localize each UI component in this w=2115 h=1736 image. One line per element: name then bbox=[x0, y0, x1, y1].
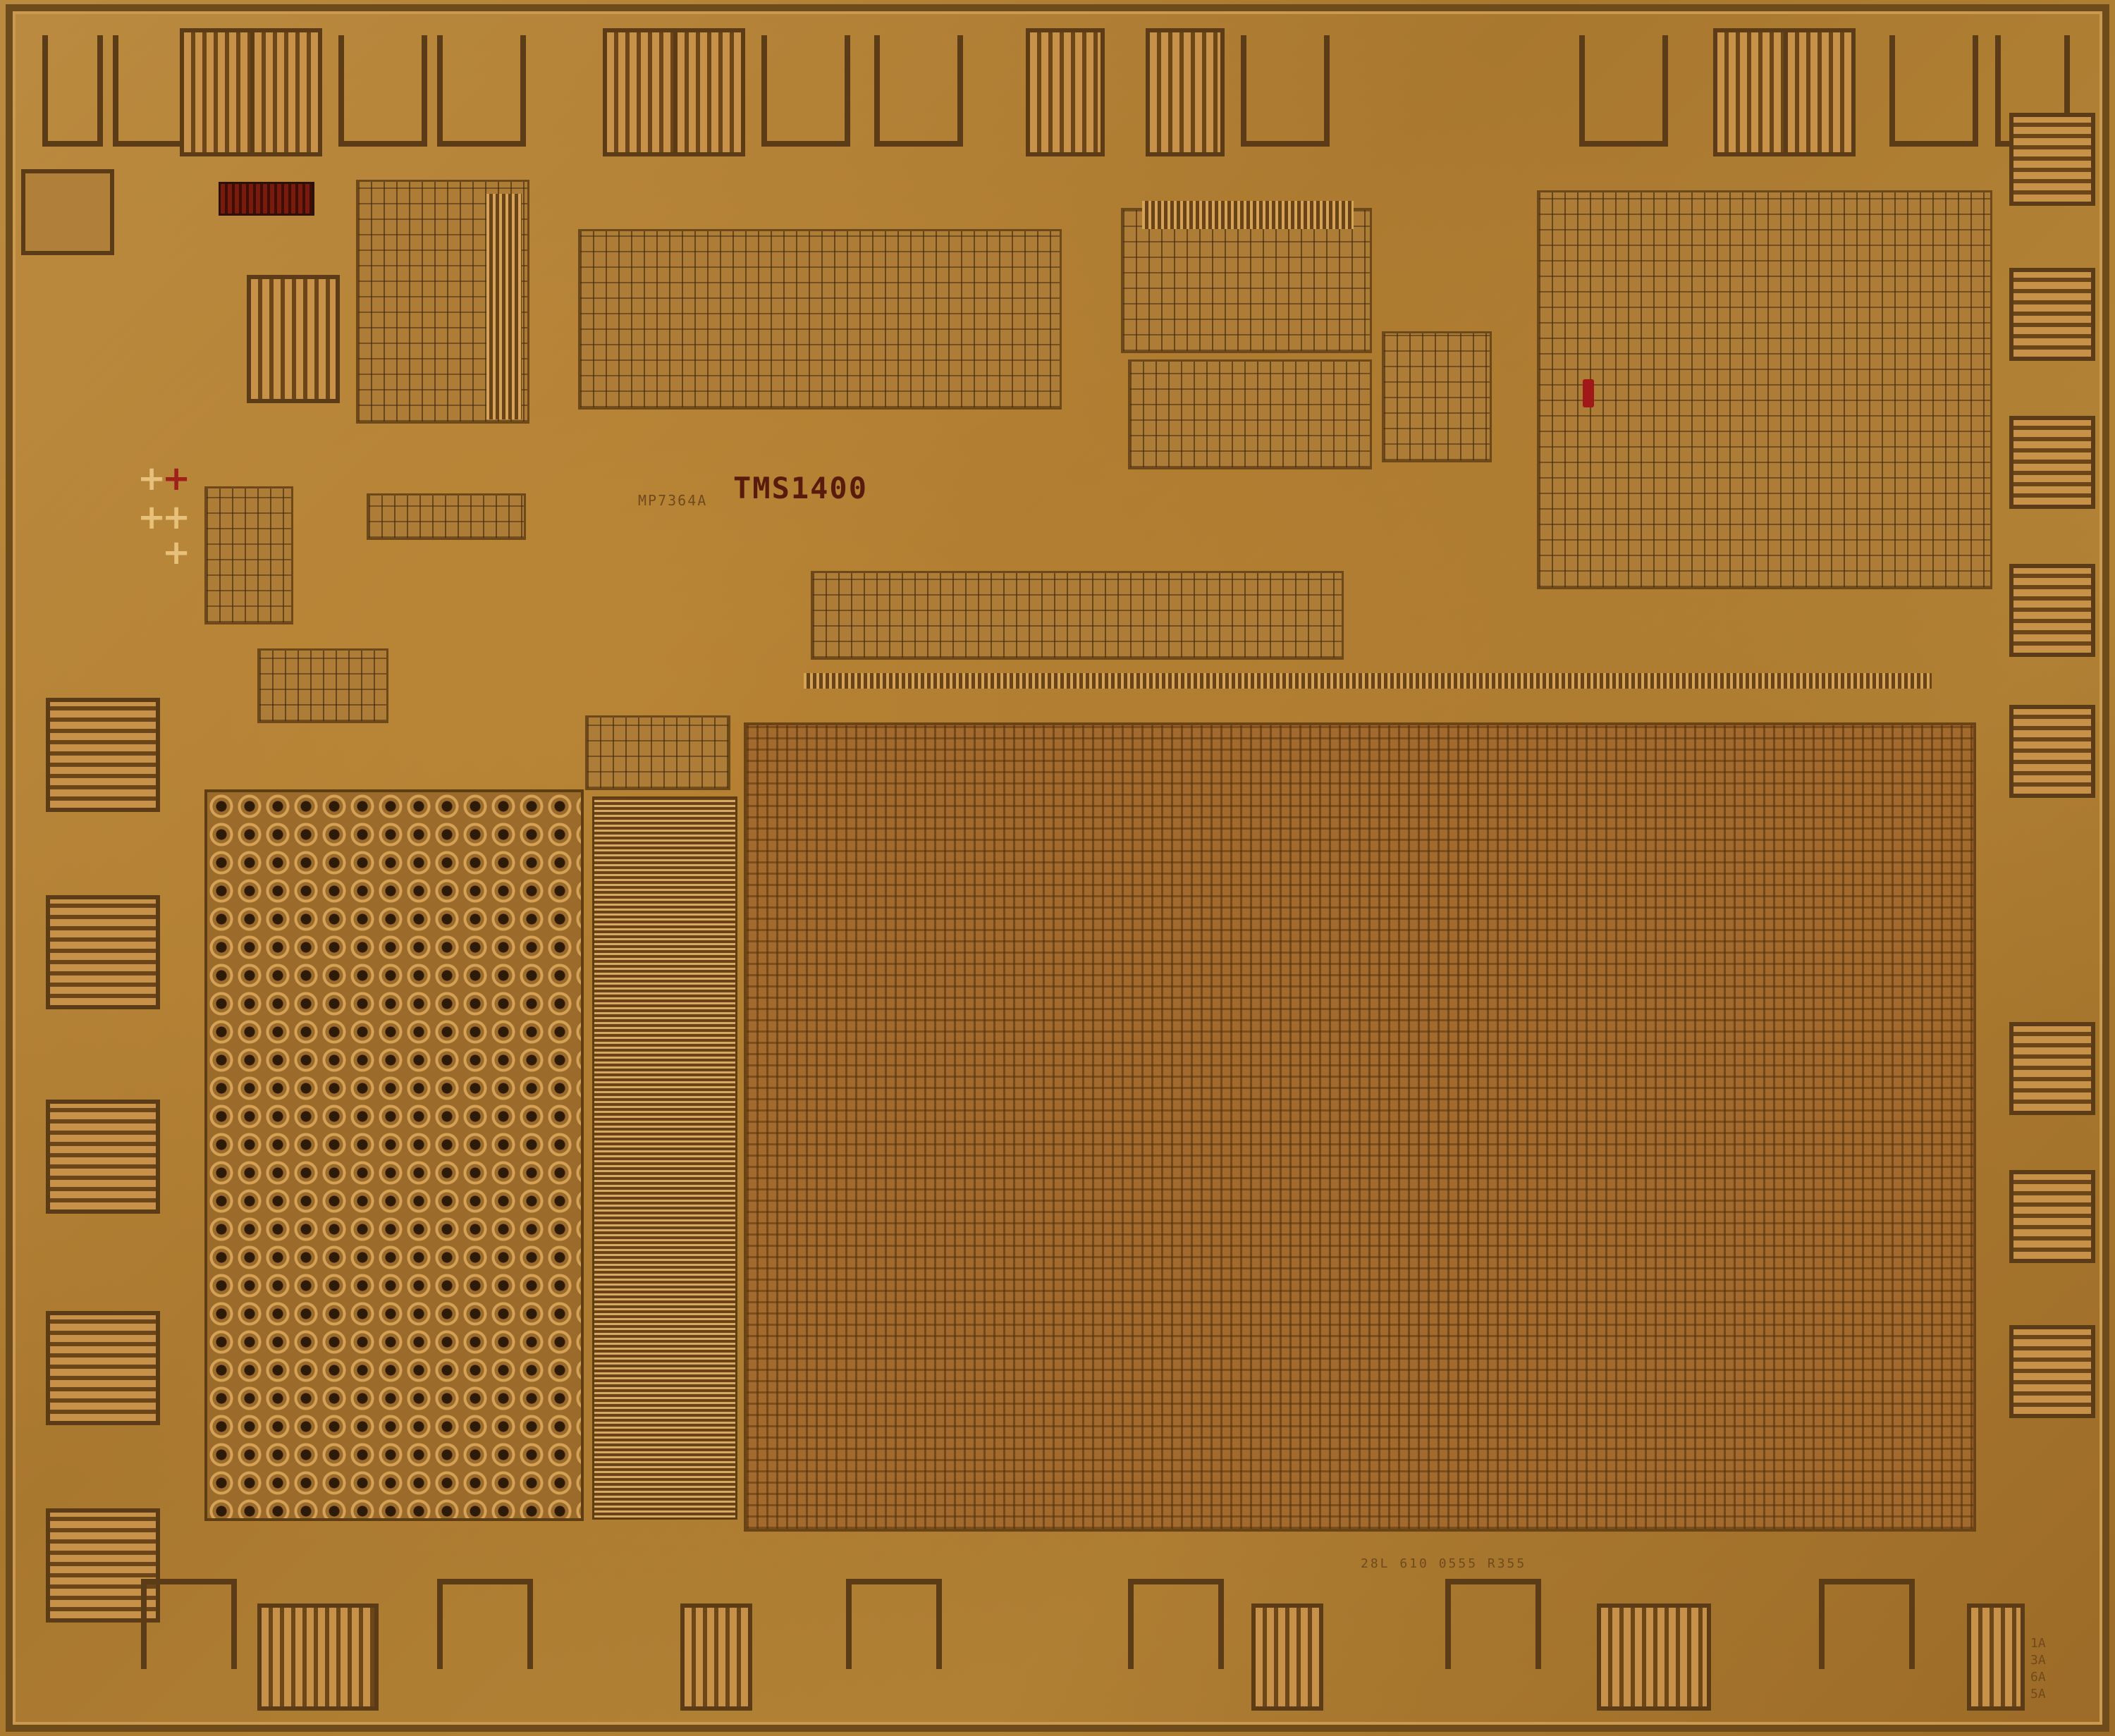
counter-block bbox=[367, 493, 526, 540]
bond-trace bbox=[437, 1579, 533, 1669]
bond-trace bbox=[874, 35, 963, 147]
input-logic bbox=[204, 486, 293, 624]
corner-code-label: 1A 3A 6A 5A bbox=[2030, 1636, 2046, 1701]
bond-pad bbox=[2009, 564, 2095, 657]
address-logic bbox=[257, 648, 388, 723]
bond-pad bbox=[46, 1311, 160, 1425]
chip-name-label: TMS1400 bbox=[733, 471, 869, 505]
ram-array bbox=[204, 789, 584, 1521]
chip-code-label: MP7364A bbox=[638, 492, 708, 509]
red-marker bbox=[1583, 379, 1594, 407]
bond-pad bbox=[46, 1508, 160, 1623]
bond-trace bbox=[437, 35, 526, 147]
alignment-mark: + bbox=[162, 498, 191, 537]
bond-pad bbox=[2009, 268, 2095, 361]
red-defect-patch bbox=[219, 182, 314, 216]
bond-trace bbox=[1128, 1579, 1224, 1669]
control-logic bbox=[578, 229, 1062, 410]
bond-pad bbox=[1784, 28, 1856, 156]
bond-pad bbox=[1026, 28, 1105, 156]
bond-pad bbox=[257, 1603, 379, 1711]
bond-trace bbox=[141, 1579, 237, 1669]
corner-pad bbox=[21, 169, 114, 255]
alu-logic bbox=[1537, 190, 1992, 589]
rom-row-decoder bbox=[592, 796, 737, 1520]
bond-pad bbox=[250, 28, 322, 156]
bond-pad bbox=[1251, 1603, 1323, 1711]
bond-trace bbox=[1445, 1579, 1541, 1669]
alignment-mark: + bbox=[162, 533, 191, 572]
bond-pad bbox=[2009, 113, 2095, 206]
bond-pad bbox=[2009, 1325, 2095, 1418]
output-register-row bbox=[811, 571, 1344, 660]
alignment-mark: + bbox=[137, 459, 166, 498]
bond-trace bbox=[1579, 35, 1668, 147]
resistor-array bbox=[247, 275, 340, 403]
bond-pad bbox=[1967, 1603, 2025, 1711]
bond-pad bbox=[673, 28, 745, 156]
register-block bbox=[1121, 208, 1372, 353]
bond-trace bbox=[761, 35, 850, 147]
bus-lines bbox=[1142, 201, 1354, 229]
bond-pad bbox=[2009, 705, 2095, 798]
alignment-mark: + bbox=[137, 498, 166, 537]
bond-pad bbox=[680, 1603, 752, 1711]
bond-pad bbox=[46, 895, 160, 1009]
revision-code-label: 28L 610 0555 R355 bbox=[1361, 1556, 1527, 1571]
ram-address-decoder bbox=[585, 715, 730, 790]
bond-trace bbox=[1819, 1579, 1915, 1669]
bond-trace bbox=[1241, 35, 1330, 147]
bond-pad bbox=[46, 1100, 160, 1214]
bond-pad bbox=[2009, 416, 2095, 509]
rom-array bbox=[744, 722, 1976, 1532]
output-pla bbox=[1128, 359, 1372, 469]
bond-pad bbox=[46, 698, 160, 812]
bond-pad bbox=[1146, 28, 1225, 156]
bond-trace bbox=[846, 1579, 942, 1669]
bond-trace bbox=[113, 35, 188, 147]
bond-pad bbox=[2009, 1170, 2095, 1263]
bus-lines bbox=[486, 194, 522, 419]
latch-block bbox=[1382, 331, 1492, 462]
horizontal-bus bbox=[804, 673, 1932, 689]
bond-pad bbox=[2009, 1022, 2095, 1115]
bond-trace bbox=[1889, 35, 1978, 147]
die-border bbox=[6, 4, 2109, 1732]
bond-trace bbox=[338, 35, 427, 147]
bond-pad bbox=[1597, 1603, 1711, 1711]
alignment-mark: + bbox=[162, 459, 191, 498]
bond-trace bbox=[42, 35, 103, 147]
